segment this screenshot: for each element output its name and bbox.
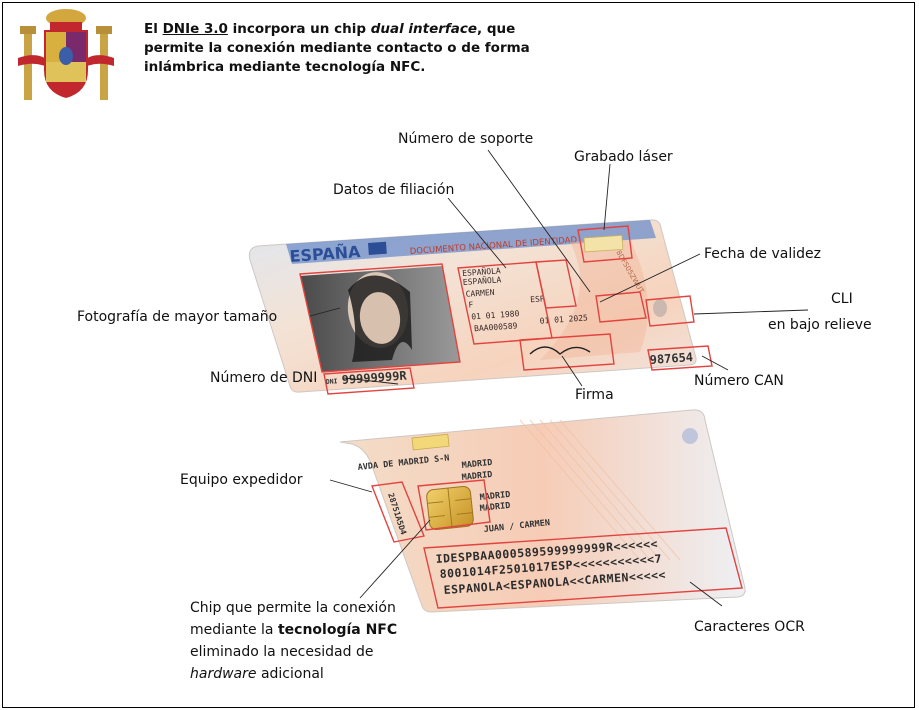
card-can-number: 987654: [649, 350, 693, 367]
leader-lines: [309, 149, 809, 607]
intro-dni-term: DNIe 3.0: [162, 21, 228, 37]
chip-icon: [426, 486, 474, 530]
chip-description: Chip que permite la conexión mediante la…: [190, 600, 398, 682]
card-sex: F: [468, 300, 474, 309]
label-numero-soporte: Número de soporte: [398, 131, 534, 147]
label-caracteres-ocr: Caracteres OCR: [694, 619, 805, 635]
card-country: ESPAÑA: [289, 242, 362, 266]
label-cli-relieve: en bajo relieve: [768, 317, 872, 333]
card-dni-number: 99999999R: [341, 368, 408, 387]
label-datos-filiacion: Datos de filiación: [333, 182, 455, 198]
dni-box: [323, 367, 415, 395]
front-callout-boxes: [299, 225, 713, 395]
intro-dual-term: dual interface: [370, 21, 478, 37]
support-box: [595, 291, 647, 323]
label-fecha-validez: Fecha de validez: [704, 246, 821, 262]
equipo-box: [371, 481, 425, 543]
back-address3: MADRID: [461, 470, 493, 483]
card-surname2: ESPAÑOLA: [462, 274, 501, 287]
front-card: ESPAÑA DOCUMENTO NACIONAL DE IDENTIDAD E…: [248, 219, 697, 393]
label-cli: CLI: [831, 291, 853, 307]
label-grabado-laser: Grabado láser: [574, 149, 673, 165]
card-nationality: ESP: [530, 294, 545, 304]
card-name: CARMEN: [465, 288, 495, 299]
label-fotografia: Fotografía de mayor tamaño: [77, 309, 278, 325]
card-surname1: ESPAÑOLA: [462, 265, 501, 278]
card-support: BAA000589: [474, 321, 518, 333]
back-callout-boxes: [371, 479, 743, 609]
back-card: AVDA DE MADRID S-N MADRID MADRID MADRID …: [339, 409, 746, 613]
card-birth: 01 01 1980: [471, 309, 520, 321]
laser-box: [577, 225, 633, 263]
label-firma: Firma: [575, 387, 614, 403]
label-numero-dni: Número de DNI: [210, 370, 318, 386]
back-address2: MADRID: [461, 458, 493, 471]
intro-text: El DNIe 3.0 incorpora un chip dual inter…: [144, 21, 530, 75]
cli-box: [645, 295, 695, 327]
can-box: [647, 345, 713, 371]
ocr-box: [423, 527, 743, 609]
photo-box: [299, 263, 461, 373]
coat-of-arms-icon: [18, 9, 114, 100]
label-numero-can: Número CAN: [694, 373, 784, 389]
card-validity: 01 01 2025: [539, 313, 588, 325]
chip-box: [417, 479, 491, 531]
card-dni-prefix: DNI: [326, 377, 338, 386]
firma-box: [519, 333, 615, 371]
label-equipo-expedidor: Equipo expedidor: [180, 472, 303, 488]
